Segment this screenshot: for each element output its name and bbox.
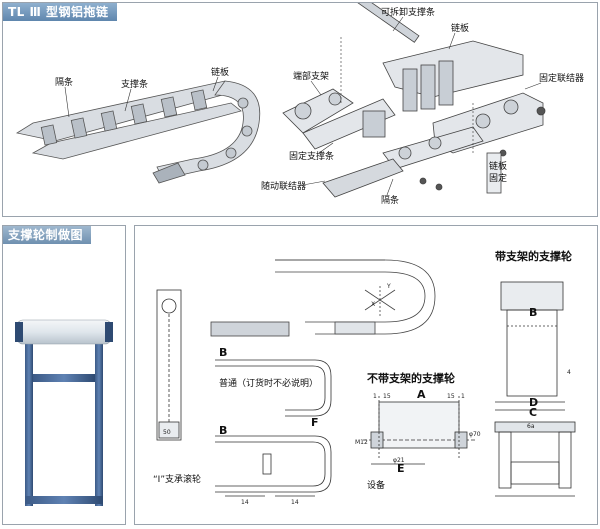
- dim-m12: M12: [355, 439, 368, 446]
- label-separator: 隔条: [55, 76, 73, 88]
- exploded-chain-view: [282, 3, 546, 198]
- label-end-support: 端部支架: [293, 70, 329, 82]
- dim-21: φ21: [393, 457, 405, 464]
- dim-1: 1: [373, 393, 377, 400]
- dim-15b: 15: [447, 393, 455, 400]
- support-roller-photo: [15, 319, 113, 506]
- label-support-bar: 支撑条: [121, 78, 148, 90]
- heading-with-bracket: 带支架的支撑轮: [495, 249, 572, 263]
- letter-c: C: [529, 406, 537, 419]
- support-roller-drawings: 50 “I”支承滚轮 Y X B F B 普通（订货时不必说明） 14 14: [153, 249, 576, 506]
- label-chain-plate-2: 链板: [451, 22, 469, 34]
- label-fixed-connector: 固定联结器: [539, 72, 584, 84]
- assembled-chain: [15, 80, 261, 184]
- letter-b2: B: [219, 424, 227, 437]
- dim-1b: 1: [461, 393, 465, 400]
- dim-15: 15: [383, 393, 391, 400]
- label-chain-plate-vertical: 链板: [489, 160, 507, 172]
- top-panel: TL Ⅲ 型钢铝拖链 隔条 支撑条 链板: [2, 2, 598, 217]
- dim-14: 14: [241, 499, 249, 506]
- letter-b: B: [219, 346, 227, 359]
- chain-loop-drawing: [210, 259, 436, 337]
- label-fixed-support-bar: 固定支撑条: [289, 150, 334, 162]
- label-separator-2: 隔条: [381, 194, 399, 206]
- axis-x-label: X: [371, 301, 375, 308]
- letter-f: F: [311, 416, 319, 429]
- roller-bracket-drawing: [156, 289, 182, 441]
- equipment-label: 设备: [367, 479, 385, 491]
- dim-4: 4: [567, 369, 571, 376]
- aluminum-drag-chain-illustration: 隔条 支撑条 链板: [15, 3, 584, 206]
- label-chain-plate-vertical-2: 固定: [489, 172, 507, 184]
- normal-note: 普通（订货时不必说明）: [219, 377, 318, 389]
- dim-50-a: 50: [163, 429, 171, 436]
- dim-14b: 14: [291, 499, 299, 506]
- label-chain-plate: 链板: [211, 66, 229, 78]
- label-moving-connector: 随动联结器: [261, 180, 306, 192]
- axis-y-label: Y: [386, 283, 391, 290]
- bottom-right-panel: 50 “I”支承滚轮 Y X B F B 普通（订货时不必说明） 14 14: [134, 225, 598, 525]
- top-panel-title: TL Ⅲ 型钢铝拖链: [3, 3, 117, 21]
- dim-6a: 6a: [527, 423, 535, 430]
- heading-without-bracket: 不带支架的支撑轮: [367, 371, 455, 385]
- dim-70: φ70: [469, 431, 481, 438]
- normal-bend-drawing: [215, 359, 332, 497]
- roller-with-bracket-drawing: [494, 281, 576, 497]
- roller-without-bracket-drawing: [363, 396, 475, 465]
- label-removable-support-bar: 可拆卸支撑条: [381, 6, 435, 18]
- letter-d: D: [529, 396, 538, 409]
- roller-note: “I”支承滚轮: [153, 473, 201, 485]
- bottom-left-panel: 支撑轮制做图: [2, 225, 126, 525]
- letter-b3: B: [529, 306, 537, 319]
- bottom-left-panel-title: 支撑轮制做图: [3, 226, 92, 244]
- letter-e: E: [397, 462, 405, 475]
- letter-a: A: [417, 388, 426, 401]
